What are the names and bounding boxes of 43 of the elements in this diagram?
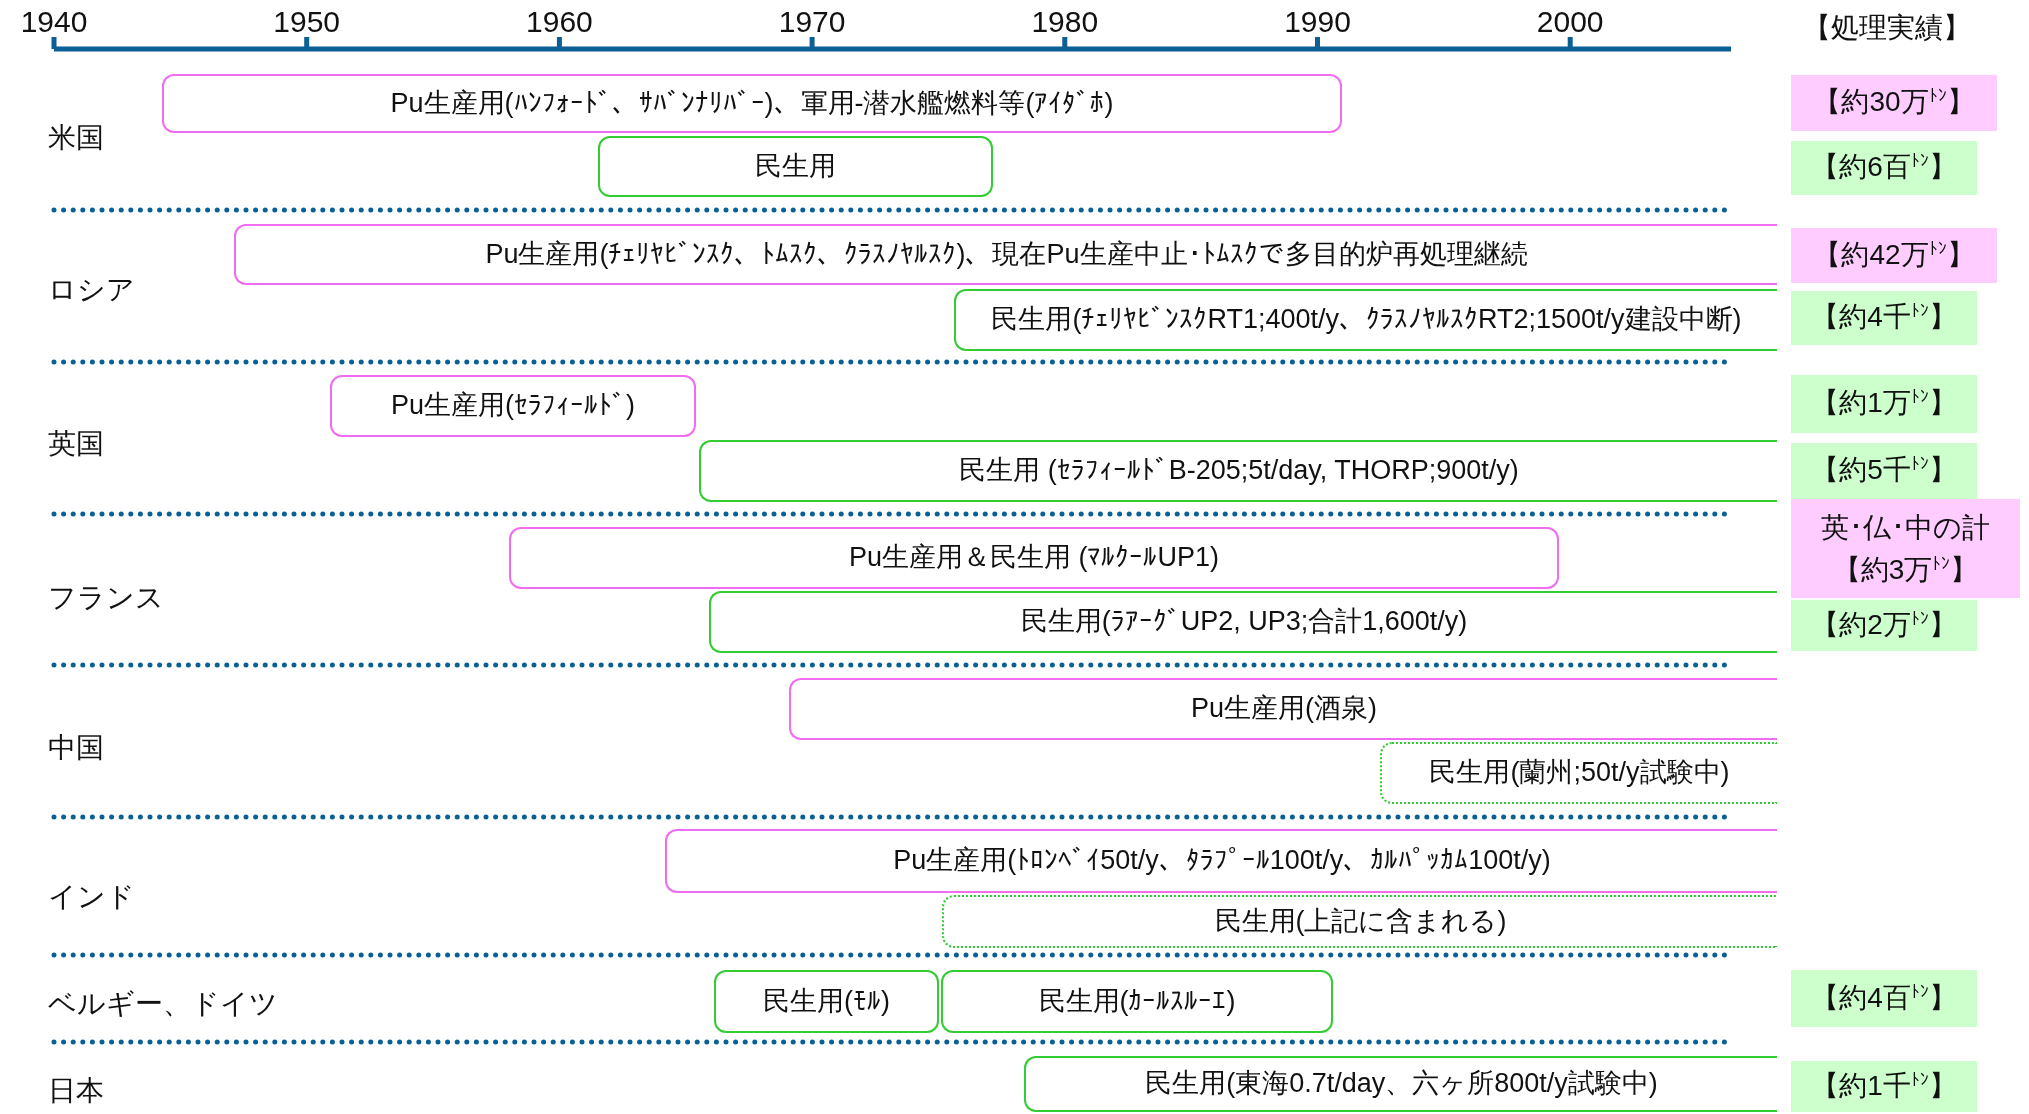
total-box bbox=[1791, 499, 2020, 598]
timeline-bar: 民生用(上記に含まれる) bbox=[942, 895, 1777, 948]
column-header: 【処理実績】 bbox=[1803, 11, 1971, 45]
total-text: 英･仏･中の計 bbox=[1821, 510, 1990, 545]
country-label: フランス bbox=[48, 581, 164, 615]
country-label: インド bbox=[48, 880, 135, 914]
timeline-bar: 民生用(ｶｰﾙｽﾙｰｴ) bbox=[941, 970, 1333, 1033]
timeline-bar: 民生用 bbox=[598, 136, 993, 197]
country-label: 英国 bbox=[48, 427, 104, 461]
total-box: 【約4千$^{ﾄﾝ}$】 bbox=[1791, 291, 1977, 345]
country-label: 日本 bbox=[48, 1074, 104, 1108]
timeline-bar: 民生用(蘭州;50t/y試験中) bbox=[1380, 742, 1777, 804]
total-box: 【約6百$^{ﾄﾝ}$】 bbox=[1791, 141, 1977, 195]
total-box: 【約1万$^{ﾄﾝ}$】 bbox=[1791, 375, 1977, 433]
timeline-bar: 民生用(ﾓﾙ) bbox=[714, 970, 939, 1033]
total-box: 【約4百$^{ﾄﾝ}$】 bbox=[1791, 970, 1977, 1027]
timeline-bar: Pu生産用(酒泉) bbox=[789, 678, 1777, 740]
year-label: 1980 bbox=[1031, 5, 1099, 39]
total-box: 【約30万$^{ﾄﾝ}$】 bbox=[1791, 75, 1997, 131]
timeline-bar: Pu生産用(ﾁｪﾘﾔﾋﾞﾝｽｸ、ﾄﾑｽｸ、ｸﾗｽﾉﾔﾙｽｸ)、現在Pu生産中止･ﾄﾑｽｸで多目的炉再処理継続 bbox=[234, 224, 1777, 285]
total-box: 【約5千$^{ﾄﾝ}$】 bbox=[1791, 443, 1977, 499]
timeline-bar: Pu生産用(ﾊﾝﾌｫｰﾄﾞ、ｻﾊﾞﾝﾅﾘﾊﾞｰ)、軍用-潜水艦燃料等(ｱｲﾀﾞﾎ) bbox=[162, 74, 1342, 133]
timeline-bar: 民生用(東海0.7t/day、六ヶ所800t/y試験中) bbox=[1024, 1056, 1777, 1112]
timeline-bar: 民生用(ﾁｪﾘﾔﾋﾞﾝｽｸRT1;400t/y、ｸﾗｽﾉﾔﾙｽｸRT2;1500t/y建設中断) bbox=[954, 289, 1777, 351]
total-box: 【約1千$^{ﾄﾝ}$】 bbox=[1791, 1061, 1977, 1112]
country-label: ロシア bbox=[48, 273, 135, 307]
year-label: 1950 bbox=[273, 5, 341, 39]
total-box: 【約42万$^{ﾄﾝ}$】 bbox=[1791, 228, 1997, 283]
timeline-bar: 民生用(ﾗｱｰｸﾞUP2, UP3;合計1,600t/y) bbox=[709, 591, 1777, 653]
timeline-bar: 民生用 (ｾﾗﾌｨｰﾙﾄﾞB-205;5t/day, THORP;900t/y) bbox=[699, 440, 1777, 502]
year-label: 1990 bbox=[1284, 5, 1351, 39]
year-label: 1940 bbox=[20, 5, 88, 39]
total-box: 【約2万$^{ﾄﾝ}$】 bbox=[1791, 600, 1977, 651]
country-label: ベルギー、ドイツ bbox=[48, 987, 278, 1021]
timeline-bar: Pu生産用(ｾﾗﾌｨｰﾙﾄﾞ) bbox=[330, 375, 696, 437]
year-label: 1970 bbox=[778, 5, 846, 39]
timeline-bar: Pu生産用＆民生用 (ﾏﾙｸｰﾙUP1) bbox=[509, 527, 1559, 589]
country-label: 米国 bbox=[48, 121, 104, 155]
year-label: 2000 bbox=[1536, 5, 1604, 39]
country-label: 中国 bbox=[48, 731, 104, 765]
total-text: 【約3万$^{ﾄﾝ}$】 bbox=[1832, 552, 1979, 587]
timeline-bar: Pu生産用(ﾄﾛﾝﾍﾞｲ50t/y、ﾀﾗﾌﾟｰﾙ100t/y、ｶﾙﾊﾟｯｶﾑ100t/y) bbox=[665, 829, 1777, 893]
year-label: 1960 bbox=[526, 5, 593, 39]
